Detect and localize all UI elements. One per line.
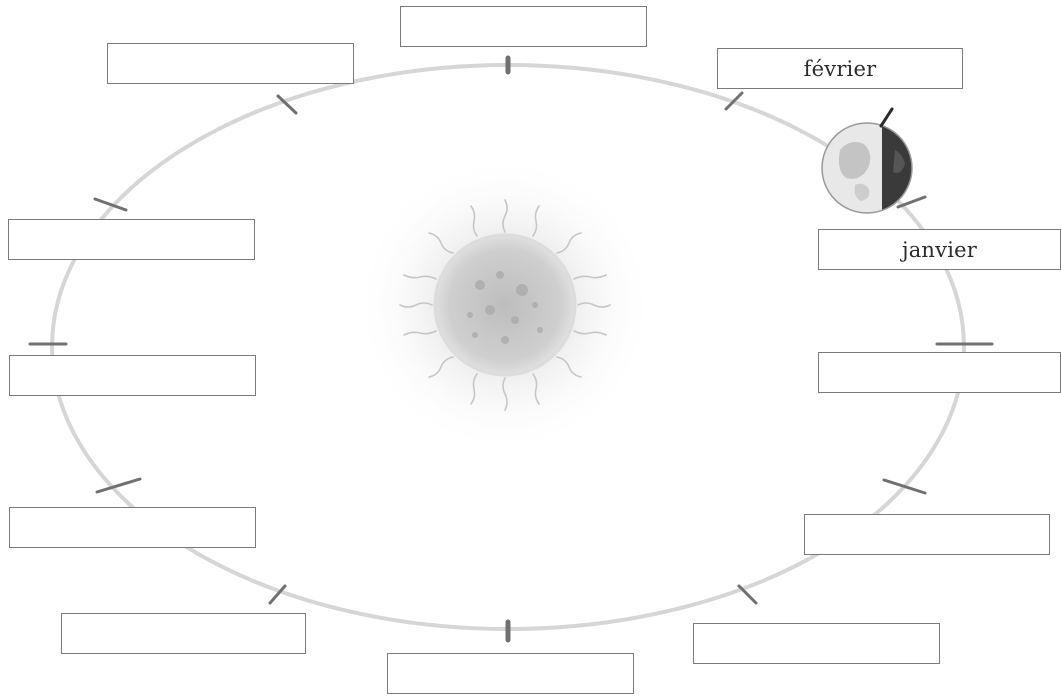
month-box-upper-left[interactable]	[107, 43, 354, 84]
month-box-top[interactable]	[400, 6, 647, 47]
month-box-right-upper[interactable]: janvier	[818, 229, 1061, 270]
orbit-tick	[898, 197, 925, 207]
month-box-lower-left[interactable]	[61, 613, 306, 654]
month-box-bottom[interactable]	[387, 653, 634, 694]
month-box-left-upper[interactable]	[8, 219, 255, 260]
month-box-right-lower[interactable]	[804, 514, 1050, 555]
orbit-tick	[97, 479, 140, 492]
month-box-right-middle[interactable]	[818, 352, 1061, 393]
month-box-left-lower[interactable]	[9, 507, 256, 548]
orbit-tick	[884, 480, 925, 493]
month-box-left-middle[interactable]	[9, 355, 256, 396]
month-box-lower-right[interactable]	[693, 623, 940, 664]
month-box-upper-right[interactable]: février	[717, 48, 963, 89]
sun-icon	[355, 155, 655, 455]
